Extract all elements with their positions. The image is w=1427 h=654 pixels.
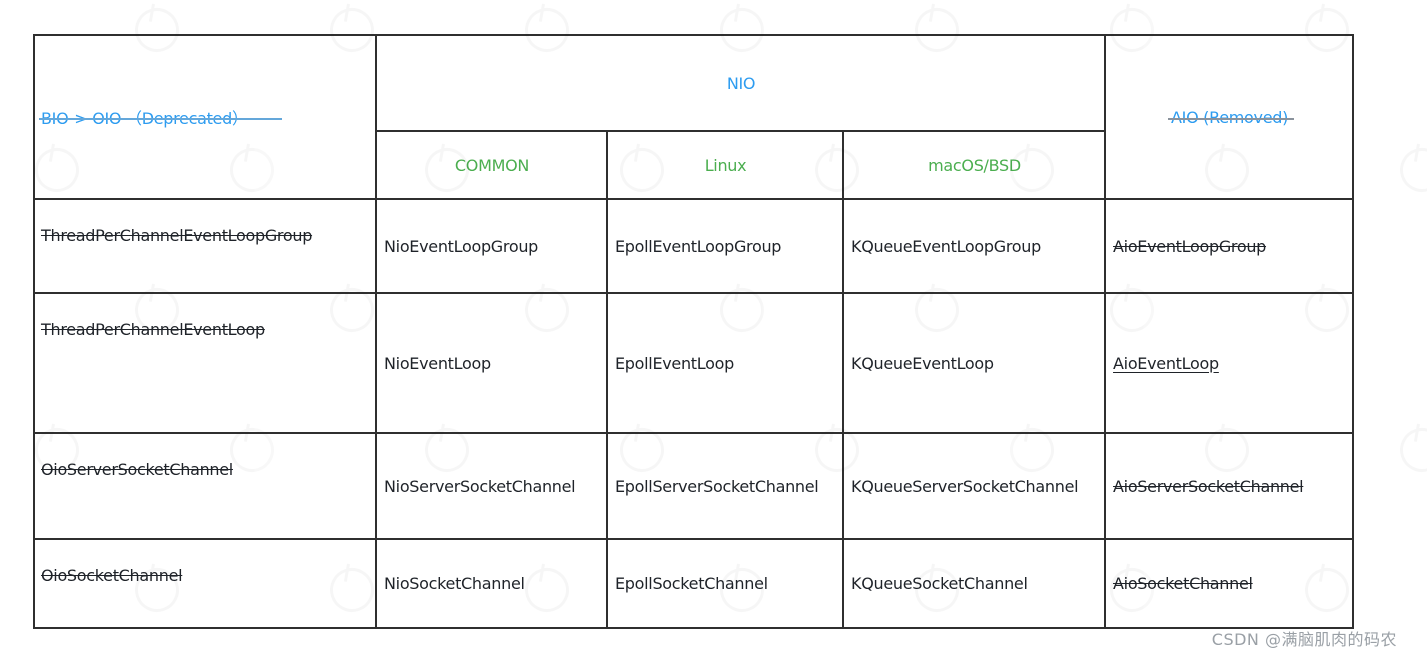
header-nio: NIO (374, 34, 1107, 132)
cell-text: AioEventLoop (1113, 353, 1219, 373)
header-macos-bsd: macOS/BSD (841, 130, 1107, 200)
transport-comparison-table: BIO-> OIO （Deprecated） NIO AIO (Removed)… (33, 34, 1355, 629)
row-socket-channel: OioSocketChannel NioSocketChannel EpollS… (33, 538, 1355, 629)
cell-nio-eventloop: NioEventLoop (375, 292, 608, 434)
cell-aio-socketchannel: AioSocketChannel (1104, 538, 1355, 629)
cell-nio-eventloopgroup: NioEventLoopGroup (375, 198, 608, 294)
cell-text: OioServerSocketChannel (41, 460, 233, 479)
header-bio-oio: BIO-> OIO （Deprecated） (33, 34, 377, 200)
cell-text: EpollEventLoop (615, 353, 734, 373)
cell-kqueue-eventloop: KQueueEventLoop (841, 292, 1107, 434)
cell-text: KQueueEventLoopGroup (851, 236, 1041, 256)
background-watermark-logo (1394, 422, 1427, 477)
cell-kqueue-eventloopgroup: KQueueEventLoopGroup (841, 198, 1107, 294)
cell-text: NioEventLoop (384, 353, 491, 373)
header-macos-bsd-label: macOS/BSD (928, 155, 1021, 175)
cell-text: NioServerSocketChannel (384, 476, 576, 496)
row-event-loop-group: ThreadPerChannelEventLoopGroup NioEventL… (33, 198, 1355, 294)
cell-epoll-socketchannel: EpollSocketChannel (606, 538, 844, 629)
cell-text: ThreadPerChannelEventLoopGroup (41, 226, 313, 245)
header-aio: AIO (Removed) (1104, 34, 1355, 200)
cell-nio-serversocketchannel: NioServerSocketChannel (375, 432, 608, 540)
cell-text: KQueueEventLoop (851, 353, 994, 373)
cell-epoll-eventloop: EpollEventLoop (606, 292, 844, 434)
cell-text: KQueueSocketChannel (851, 574, 1028, 593)
cell-nio-socketchannel: NioSocketChannel (375, 538, 608, 629)
header-row-sub: COMMON Linux macOS/BSD (34, 130, 1353, 200)
row-server-socket-channel: OioServerSocketChannel NioServerSocketCh… (33, 432, 1355, 540)
cell-text: ThreadPerChannelEventLoop (41, 320, 265, 339)
cell-text: NioSocketChannel (384, 574, 525, 593)
row-event-loop: ThreadPerChannelEventLoop NioEventLoop E… (33, 292, 1355, 434)
cell-kqueue-serversocketchannel: KQueueServerSocketChannel (841, 432, 1107, 540)
cell-oio-socketchannel: OioSocketChannel (33, 538, 377, 629)
cell-aio-eventloop: AioEventLoop (1104, 292, 1355, 434)
cell-bio-eventloop: ThreadPerChannelEventLoop (33, 292, 377, 434)
cell-text: EpollServerSocketChannel (615, 476, 819, 496)
cell-oio-serversocketchannel: OioServerSocketChannel (33, 432, 377, 540)
header-bio-oio-label: BIO-> OIO （Deprecated） (39, 105, 282, 129)
header-linux-label: Linux (704, 155, 747, 175)
header-common: COMMON (375, 130, 608, 200)
cell-text: AioSocketChannel (1113, 574, 1253, 593)
background-watermark-logo (1394, 142, 1427, 197)
header-row-main: BIO-> OIO （Deprecated） NIO AIO (Removed) (33, 34, 1355, 200)
cell-epoll-serversocketchannel: EpollServerSocketChannel (606, 432, 844, 540)
cell-aio-eventloopgroup: AioEventLoopGroup (1104, 198, 1355, 294)
header-nio-label: NIO (726, 73, 756, 93)
header-aio-label: AIO (Removed) (1168, 107, 1295, 127)
cell-epoll-eventloopgroup: EpollEventLoopGroup (606, 198, 844, 294)
header-linux: Linux (606, 130, 844, 200)
cell-text: AioServerSocketChannel (1113, 476, 1304, 496)
csdn-watermark-credit: CSDN @满脑肌肉的码农 (1211, 630, 1397, 649)
cell-text: AioEventLoopGroup (1113, 236, 1267, 256)
cell-text: KQueueServerSocketChannel (851, 476, 1079, 496)
cell-text: NioEventLoopGroup (384, 236, 539, 256)
cell-aio-serversocketchannel: AioServerSocketChannel (1104, 432, 1355, 540)
cell-kqueue-socketchannel: KQueueSocketChannel (841, 538, 1107, 629)
cell-text: EpollSocketChannel (615, 574, 768, 593)
cell-bio-eventloopgroup: ThreadPerChannelEventLoopGroup (33, 198, 377, 294)
cell-text: EpollEventLoopGroup (615, 236, 782, 256)
header-common-label: COMMON (454, 155, 530, 175)
cell-text: OioSocketChannel (41, 566, 183, 585)
